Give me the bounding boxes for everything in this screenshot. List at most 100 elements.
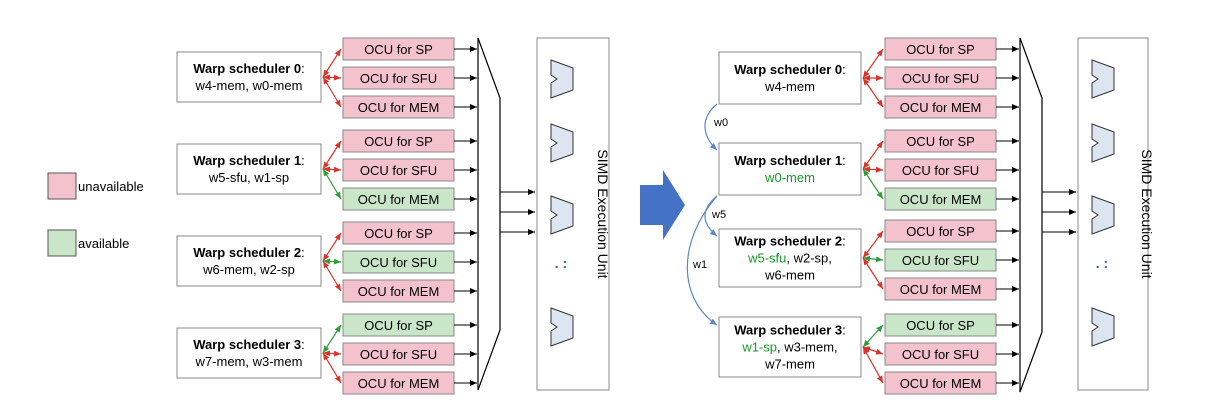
ocu-label: OCU for SFU: [902, 347, 979, 362]
migration-label: w1: [692, 259, 707, 271]
migration-label: w5: [711, 209, 726, 221]
warp-scheduler-title: Warp scheduler 0:: [734, 62, 846, 77]
ocu-sfu: OCU for SFU: [862, 158, 1019, 182]
ocu-label: OCU for SP: [364, 318, 433, 333]
simd-unit-label: SIMD Execution Unit: [1139, 149, 1155, 278]
ocu-mem: OCU for MEM: [322, 76, 477, 119]
ocu-link: [862, 255, 884, 263]
ocu-link: [322, 74, 342, 81]
ocu-sp: OCU for SP: [322, 221, 477, 262]
ocu-link: [322, 352, 342, 384]
warp-scheduler-box: [718, 316, 862, 378]
ocu-link: [322, 166, 342, 173]
alu-icon: [1091, 195, 1115, 235]
ocu-label: OCU for SP: [906, 318, 975, 333]
ocu-label: OCU for SFU: [360, 347, 437, 362]
warp-scheduler-2: Warp scheduler 2: w6-mem, w2-sp OCU for SP…: [176, 221, 477, 303]
warp-scheduler-title: Warp scheduler 3:: [193, 337, 305, 352]
warp-scheduler-box: [176, 51, 322, 103]
simd-execution-unit: . :SIMD Execution Unit: [536, 37, 611, 391]
ocu-sp: OCU for SP: [862, 219, 1019, 259]
warp-list: w1-sp, w3-mem,: [741, 340, 837, 355]
ocu-link: [322, 76, 342, 108]
ocu-label: OCU for SP: [906, 42, 975, 57]
ocu-label: OCU for MEM: [900, 100, 982, 115]
ocu-label: OCU for SFU: [902, 71, 979, 86]
ocu-link: [862, 168, 884, 200]
ocu-link: [862, 346, 884, 384]
simd-execution-unit: . : SIMD Execution Unit: [1077, 37, 1155, 391]
ocu-sp: OCU for SP: [862, 313, 1019, 348]
ocu-sfu: OCU for SFU: [322, 250, 477, 274]
ocu-label: OCU for MEM: [358, 376, 440, 391]
migration-arrow: [704, 103, 718, 151]
alu-icon: [550, 123, 574, 163]
alu-ellipsis: . :: [555, 255, 567, 271]
warp-scheduler-3: Warp scheduler 3:w1-sp, w3-mem,w7-memOCU…: [718, 313, 1019, 395]
ocu-sp: OCU for SP: [322, 37, 477, 78]
ocu-sfu: OCU for SFU: [862, 342, 1019, 366]
ocu-link: [322, 232, 342, 262]
warp-scheduler-title: Warp scheduler 2:: [734, 234, 846, 249]
ocu-mem: OCU for MEM: [322, 352, 477, 395]
ocu-label: OCU for SFU: [360, 255, 437, 270]
ocu-link: [862, 230, 884, 259]
ocu-label: OCU for SFU: [360, 163, 437, 178]
alu-icon: [550, 195, 574, 235]
ocu-label: OCU for SP: [906, 224, 975, 239]
ocu-label: OCU for MEM: [358, 100, 440, 115]
warp-list: w4-mem: [764, 79, 815, 94]
ocu-link: [322, 324, 342, 354]
alu-icon: [1091, 123, 1115, 163]
migration-label: w0: [713, 117, 728, 129]
ocu-label: OCU for SP: [364, 42, 433, 57]
ocu-link: [862, 77, 884, 108]
ocu-link: [322, 260, 342, 292]
ocu-mem: OCU for MEM: [862, 257, 1019, 301]
alu-ellipsis: . :: [1096, 255, 1108, 271]
ocu-label: OCU for SFU: [360, 71, 437, 86]
ocu-sp: OCU for SP: [862, 129, 1019, 170]
ocu-link: [322, 258, 342, 265]
warp-scheduler-0: Warp scheduler 0: w4-mem OCU for SP OCU for…: [718, 37, 1019, 119]
ocu-sfu: OCU for SFU: [322, 342, 477, 366]
ocu-sp: OCU for SP: [862, 37, 1019, 79]
warp-scheduler-2: Warp scheduler 2:w5-sfu, w2-sp,w6-memOCU…: [718, 219, 1019, 301]
ocu-label: OCU for MEM: [358, 284, 440, 299]
transition-arrow: [640, 170, 685, 240]
warp-scheduler-box: [176, 235, 322, 287]
warp-scheduler-title: Warp scheduler 3:: [734, 323, 846, 338]
ocu-sfu: OCU for SFU: [863, 66, 1019, 90]
warp-list: w0-mem: [764, 170, 815, 185]
ocu-link: [862, 257, 884, 290]
warp-scheduler-title: Warp scheduler 1:: [734, 153, 846, 168]
ocu-link: [322, 140, 342, 170]
warp-list: w5-sfu, w2-sp,: [747, 251, 832, 266]
warp-scheduler-title: Warp scheduler 2:: [193, 245, 305, 260]
ocu-link: [322, 168, 342, 200]
migration-arrow: [686, 195, 718, 326]
warp-list: w6-mem, w2-sp: [202, 262, 295, 277]
ocu-label: OCU for SP: [364, 226, 433, 241]
ocu-label: OCU for MEM: [358, 192, 440, 207]
ocu-link: [862, 324, 884, 348]
legend-swatch-available: [47, 229, 77, 257]
legend-label-unavailable: unavailable: [78, 179, 144, 194]
alu-icon: [1091, 307, 1115, 347]
ocu-label: OCU for SFU: [902, 163, 979, 178]
ocu-label: OCU for MEM: [900, 376, 982, 391]
ocu-sfu: OCU for SFU: [322, 66, 477, 90]
warp-scheduler-title: Warp scheduler 0:: [193, 61, 305, 76]
ocu-sp: OCU for SP: [322, 313, 477, 354]
ocu-label: OCU for SFU: [902, 253, 979, 268]
ocu-sfu: OCU for SFU: [862, 248, 1019, 272]
ocu-mem: OCU for MEM: [862, 346, 1019, 395]
warp-list: w5-sfu, w1-sp: [208, 170, 289, 185]
